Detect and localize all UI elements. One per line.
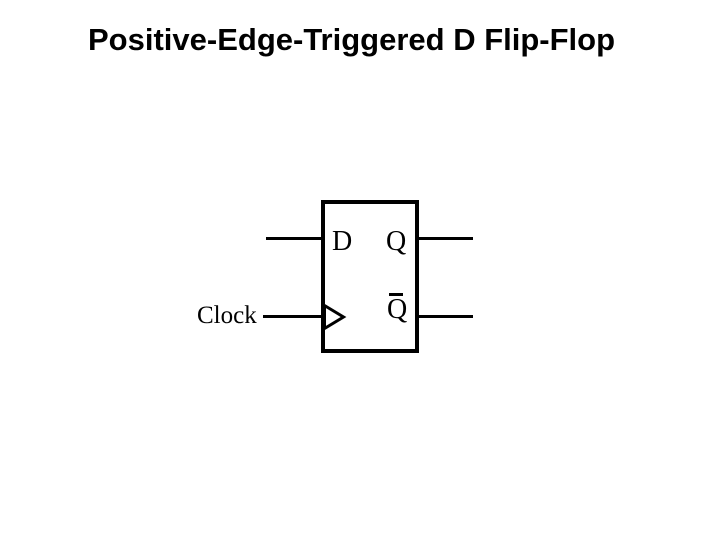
q-output-label: Q: [386, 226, 407, 257]
q-bar-output-label: Q: [387, 294, 408, 325]
clock-input-wire: [263, 315, 321, 318]
q-bar-output-wire: [419, 315, 473, 318]
q-bar-overline: [389, 293, 403, 296]
flip-flop-box: [321, 200, 419, 353]
clock-input-label: Clock: [197, 302, 257, 329]
d-input-label: D: [332, 226, 353, 257]
edge-trigger-triangle-icon: [323, 304, 347, 330]
d-input-wire: [266, 237, 321, 240]
q-output-wire: [419, 237, 473, 240]
slide-title: Positive-Edge-Triggered D Flip-Flop: [88, 22, 616, 57]
